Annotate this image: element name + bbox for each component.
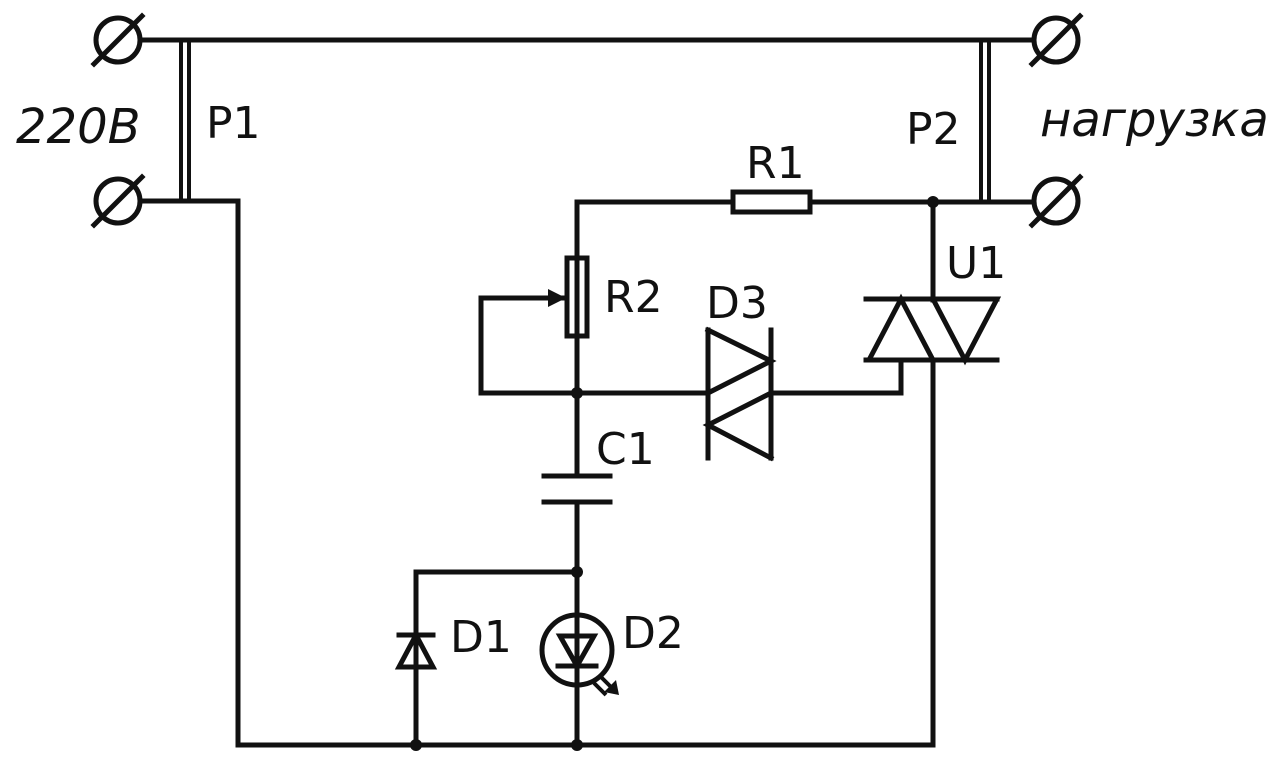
label-input-voltage: 220В	[16, 99, 141, 155]
photodiode-d2	[539, 612, 619, 697]
label-u1: U1	[946, 238, 1006, 289]
junction-dot	[927, 196, 939, 208]
terminal-input-bottom	[90, 173, 146, 229]
junction-dot	[571, 739, 583, 751]
terminal-load-bottom	[1028, 173, 1084, 229]
d3-to-gate-wire	[768, 359, 904, 396]
label-d3: D3	[706, 278, 768, 329]
label-p1: P1	[206, 98, 261, 149]
relay-contact-p1	[179, 40, 191, 201]
label-d2: D2	[622, 608, 684, 659]
label-r1: R1	[746, 138, 805, 189]
relay-contact-p2	[979, 40, 991, 201]
diac-d3	[702, 326, 777, 462]
r1-branch-wire	[574, 199, 736, 398]
terminal-load-top	[1028, 12, 1084, 68]
resistor-r1	[730, 189, 813, 215]
triac-u1	[863, 293, 1002, 366]
potentiometer-r2	[564, 255, 590, 339]
capacitor-c1	[541, 473, 613, 505]
d1-branch-wire	[413, 569, 580, 748]
label-c1: C1	[596, 424, 655, 475]
left-bottom-wire	[137, 198, 936, 748]
r2-wiper-wire	[478, 295, 580, 396]
terminal-input-top	[90, 12, 146, 68]
label-d1: D1	[450, 612, 512, 663]
junction-dot	[410, 739, 422, 751]
label-r2: R2	[604, 272, 663, 323]
r2-wiper-arrow	[548, 289, 566, 307]
label-p2: P2	[906, 104, 961, 155]
label-load: нагрузка	[1040, 92, 1269, 148]
diode-d1	[394, 629, 438, 670]
